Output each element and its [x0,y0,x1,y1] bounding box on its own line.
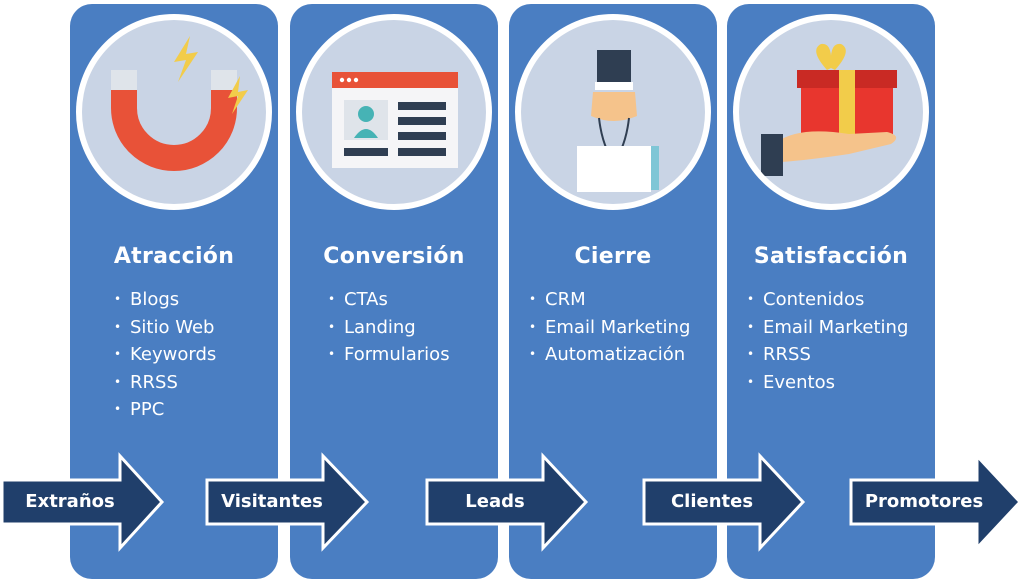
list-item: Sitio Web [114,314,216,342]
list-item: Email Marketing [529,314,690,342]
arrow-label: Leads [465,491,525,512]
right-arrow-icon [642,452,806,552]
stage-icon-frame [296,14,492,210]
arrow-extranos: Extraños [0,452,165,552]
hand-shopping-bag-icon [577,50,659,192]
list-item: Contenidos [747,286,908,314]
magnet-icon [111,36,248,171]
stage-title: Satisfacción [753,244,909,269]
list-item: Formularios [328,341,450,369]
list-item: RRSS [114,369,216,397]
stage-icon-frame [76,14,272,210]
stage-item-list: CTAs Landing Formularios [328,286,450,369]
list-item: CTAs [328,286,450,314]
arrow-label: Clientes [670,491,754,512]
arrow-label: Extraños [25,491,115,512]
list-item: Email Marketing [747,314,908,342]
right-arrow-icon [425,452,589,552]
stage-cierre: Cierre CRM Email Marketing Automatizació… [509,4,717,579]
stage-item-list: Contenidos Email Marketing RRSS Eventos [747,286,908,396]
list-item: Blogs [114,286,216,314]
stage-icon-frame [733,14,929,210]
stage-item-list: CRM Email Marketing Automatización [529,286,690,369]
arrow-label: Promotores [864,491,984,512]
arrow-visitantes: Visitantes [205,452,370,552]
list-item: Keywords [114,341,216,369]
landing-page-form-icon [332,72,458,168]
arrow-promotores: Promotores [849,452,1023,552]
list-item: Automatización [529,341,690,369]
stage-icon-frame [515,14,711,210]
stage-title: Conversión [323,244,465,269]
stage-title: Cierre [574,244,652,269]
list-item: RRSS [747,341,908,369]
hand-gift-icon [761,43,897,176]
right-arrow-icon [0,452,165,552]
list-item: CRM [529,286,690,314]
right-arrow-icon [849,452,1023,552]
list-item: PPC [114,396,216,424]
arrow-clientes: Clientes [642,452,806,552]
stage-item-list: Blogs Sitio Web Keywords RRSS PPC [114,286,216,424]
list-item: Landing [328,314,450,342]
stage-title: Atracción [113,244,235,269]
arrow-leads: Leads [425,452,589,552]
list-item: Eventos [747,369,908,397]
arrow-label: Visitantes [221,491,323,512]
right-arrow-icon [205,452,370,552]
